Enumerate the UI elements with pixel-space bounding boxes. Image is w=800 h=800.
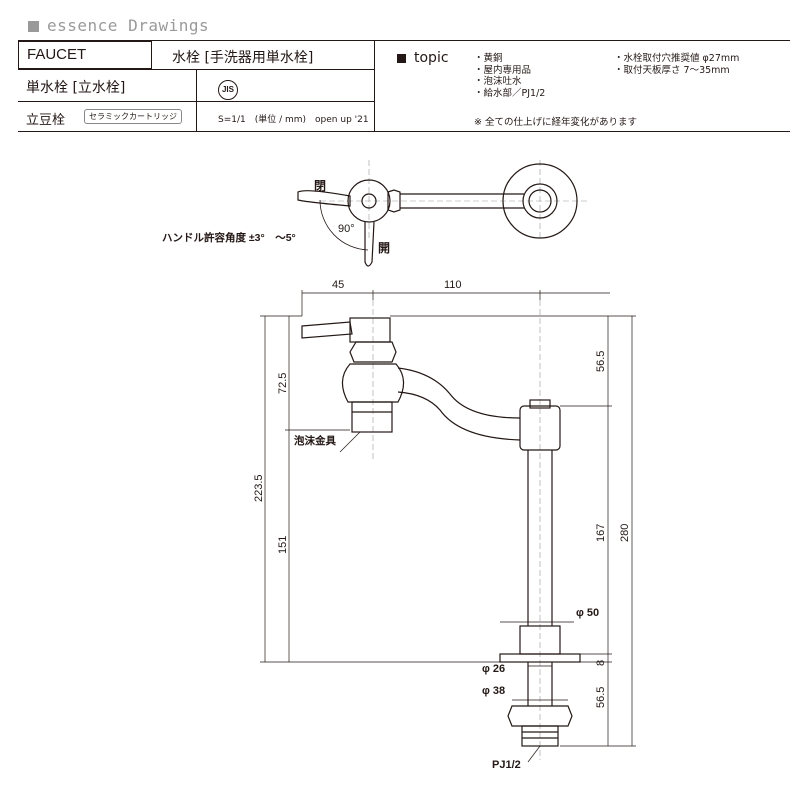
hex-nut: [349, 341, 397, 363]
cartridge-badge: セラミックカートリッジ: [84, 109, 182, 124]
jis-mark-icon: JIS: [218, 80, 238, 100]
dim-223-5: 223.5: [253, 474, 265, 502]
top-view-body: [347, 179, 391, 223]
top-view-union: [387, 189, 401, 213]
dim-8: 8: [595, 660, 607, 666]
topic-item: ・黄銅: [474, 53, 503, 64]
topic-note: ※ 全ての仕上げに経年変化があります: [474, 117, 637, 128]
topic-item: ・水栓取付穴推奨値 φ27mm: [614, 53, 740, 64]
product-name: 水栓 [手洗器用単水栓]: [172, 50, 314, 66]
brand-title-text: essence Drawings: [47, 16, 210, 35]
topic-left-list: ・黄銅 ・屋内専用品 ・泡沫吐水 ・給水部／PJ1/2: [474, 53, 545, 99]
product-code: FAUCET: [27, 46, 87, 63]
aerator: [351, 401, 393, 433]
top-view-handle-closed: [297, 190, 351, 207]
topic-item: ・給水部／PJ1/2: [474, 87, 546, 99]
dim-56-5-bottom: 56.5: [595, 687, 607, 708]
dim-pj: PJ1/2: [492, 759, 521, 771]
dim-151: 151: [277, 536, 289, 554]
handle-hub: [349, 317, 391, 343]
dim-phi50: φ 50: [576, 607, 599, 619]
topic-right-list: ・水栓取付穴推奨値 φ27mm ・取付天板厚さ 7～35mm: [614, 53, 739, 76]
brand-title: essence Drawings: [28, 16, 209, 35]
product-subtype: 立豆栓: [26, 113, 66, 128]
aerator-leader: [339, 431, 361, 453]
handle-range-label: ハンドル許容角度 ±3° ～5°: [162, 231, 296, 244]
scale-info: S=1/1 (単位 / mm) open up '21: [218, 115, 369, 125]
dim-phi38: φ 38: [482, 685, 505, 697]
dim-110: 110: [444, 279, 462, 291]
valve-body: [341, 363, 405, 403]
top-view: [297, 160, 590, 267]
pj-leader: [527, 745, 541, 763]
top-view-handle-open: [364, 221, 375, 267]
spout-arm-lower: [397, 391, 521, 441]
dim-280: 280: [619, 524, 631, 542]
top-view-flange: [502, 163, 578, 239]
dim-167: 167: [595, 524, 607, 542]
dimension-lines: [260, 290, 636, 763]
riser-cap: [529, 399, 551, 409]
top-view-riser-inner: [528, 189, 552, 213]
dim-45: 45: [332, 279, 344, 291]
spout-arm-upper: [397, 367, 521, 419]
col-divider-2: [374, 41, 375, 131]
riser-elbow: [519, 405, 561, 451]
header-top-rule: [18, 40, 790, 41]
riser-base: [519, 625, 561, 655]
product-type: 単水栓 [立水栓]: [26, 80, 126, 96]
lock-nut: [507, 705, 573, 727]
dim-phi26: φ 26: [482, 663, 505, 675]
rotation-arc: [319, 199, 369, 251]
aerator-label: 泡沫金具: [294, 434, 336, 447]
top-view-screw: [361, 193, 377, 209]
base-flange: [499, 653, 581, 663]
topic-item: ・取付天板厚さ 7～35mm: [614, 64, 730, 76]
angle-label: 90°: [338, 223, 355, 235]
dim-56-5-top: 56.5: [595, 351, 607, 372]
side-view: [301, 300, 581, 760]
label-closed: 閉: [314, 179, 326, 193]
brand-square-icon: [28, 21, 39, 32]
topic-item: ・泡沫吐水: [474, 76, 522, 87]
col-divider-1: [196, 69, 197, 131]
topic-label: topic: [414, 50, 449, 66]
lever-handle: [301, 321, 353, 339]
header-bottom-rule: [18, 131, 790, 132]
topic-item: ・屋内専用品: [474, 64, 532, 76]
product-code-box: FAUCET: [18, 41, 152, 69]
top-view-riser: [522, 183, 558, 219]
topic-square-icon: [397, 54, 406, 63]
label-open: 開: [378, 241, 390, 255]
dim-72-5: 72.5: [277, 373, 289, 394]
